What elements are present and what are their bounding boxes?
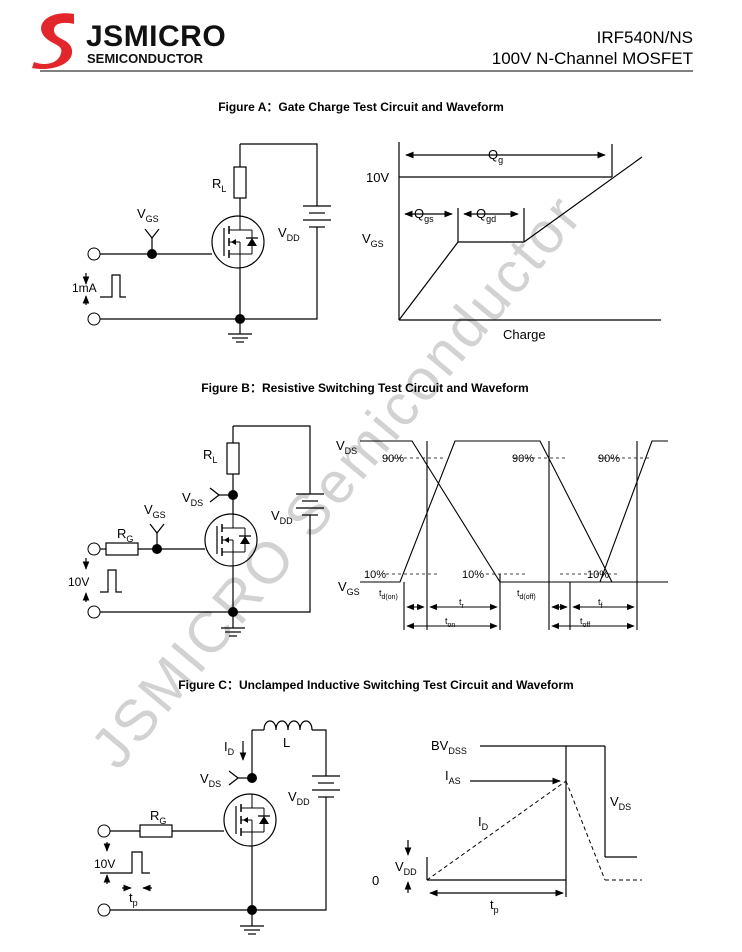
part-number: IRF540N/NS bbox=[597, 28, 693, 47]
figure-b-rg-label: RG bbox=[117, 526, 133, 544]
figure-c-vds-wave-label: VDS bbox=[610, 794, 631, 812]
figure-b-tf-label: tf bbox=[598, 597, 603, 610]
figure-a-qgd-label: Qgd bbox=[476, 206, 496, 224]
figure-c-rg-label: RG bbox=[150, 808, 166, 826]
figure-b-vds-wave-label: VDS bbox=[336, 438, 357, 456]
figure-b-vgs-label: VGS bbox=[144, 502, 166, 520]
figure-a-title: Figure A：Gate Charge Test Circuit and Wa… bbox=[218, 100, 504, 114]
figure-b-return-terminal bbox=[87, 605, 101, 619]
logo-s-icon bbox=[32, 13, 74, 70]
figure-c-input-terminal bbox=[97, 824, 111, 838]
figure-c-vdd-label: VDD bbox=[288, 789, 310, 807]
figure-a-qgs-label: Qgs bbox=[414, 206, 434, 224]
figure-c-ground-icon bbox=[239, 925, 265, 935]
figure-b-toff-label: toff bbox=[580, 616, 590, 629]
figure-b-circuit bbox=[82, 425, 324, 628]
figure-c-l-label: L bbox=[283, 735, 290, 750]
jsmicro-logo: JSMICRO SEMICONDUCTOR bbox=[32, 13, 226, 70]
figure-b-vdd-label: VDD bbox=[271, 508, 293, 526]
figure-c-drain-node bbox=[247, 773, 257, 783]
figure-a-rl-label: RL bbox=[212, 176, 226, 194]
figure-a-mosfet-icon bbox=[211, 215, 265, 269]
brand-name: JSMICRO bbox=[86, 20, 226, 53]
figure-a-return-terminal bbox=[87, 312, 101, 326]
figure-c-circuit bbox=[100, 720, 340, 926]
figure-a-waveform bbox=[398, 142, 661, 321]
figure-c-current-trace bbox=[426, 780, 642, 881]
figure-b-10v-label: 10V bbox=[68, 575, 89, 589]
figure-c-id-label: ID bbox=[224, 739, 235, 757]
figure-c-vdd-wave-label: VDD bbox=[395, 859, 417, 877]
figure-b-tr-label: tr bbox=[459, 597, 465, 610]
figure-a-ground-icon bbox=[227, 333, 253, 343]
figure-c-vds-label: VDS bbox=[200, 771, 221, 789]
figure-b-gate-node bbox=[152, 544, 162, 554]
figure-c-waveform bbox=[404, 745, 637, 897]
figure-b-waveform bbox=[360, 440, 668, 630]
brand-sub: SEMICONDUCTOR bbox=[87, 51, 204, 66]
figure-b-tdoff-label: td(off) bbox=[517, 588, 536, 601]
figure-b-threshold-lines bbox=[386, 457, 650, 575]
figure-b-tdon-label: td(on) bbox=[379, 588, 398, 601]
figure-c-zero-label: 0 bbox=[372, 873, 379, 888]
figure-b-90-label-3: 90% bbox=[598, 453, 620, 465]
figure-a-10v-label: 10V bbox=[366, 170, 389, 185]
figure-b-rl-label: RL bbox=[203, 447, 217, 465]
figure-b-ton-label: ton bbox=[445, 616, 455, 629]
figure-c-ias-label: IAS bbox=[445, 768, 461, 786]
figure-b-drain-node bbox=[228, 490, 238, 500]
figure-a-gate-node bbox=[147, 249, 157, 259]
figure-b-ground-node bbox=[228, 607, 238, 617]
figure-b-input-terminal bbox=[87, 542, 101, 556]
figure-b-90-label-2: 90% bbox=[512, 453, 534, 465]
figure-c-title: Figure C：Unclamped Inductive Switching T… bbox=[178, 678, 573, 692]
figure-b-10-label-3: 10% bbox=[587, 569, 609, 581]
part-description: 100V N-Channel MOSFET bbox=[492, 49, 693, 68]
figure-c-id-wave-label: ID bbox=[478, 814, 489, 832]
figure-a-ground-node bbox=[235, 314, 245, 324]
figure-b-title: Figure B：Resistive Switching Test Circui… bbox=[201, 381, 528, 395]
figure-c-return-terminal bbox=[97, 903, 111, 917]
figure-c-bvdss-label: BVDSS bbox=[431, 738, 467, 756]
figure-b-vgs-wave-label: VGS bbox=[338, 579, 360, 597]
figure-c-10v-label: 10V bbox=[94, 857, 115, 871]
figure-a-qg-label: Qg bbox=[488, 147, 503, 165]
figure-a-current-label: 1mA bbox=[72, 281, 97, 295]
figure-c-tp-label: tp bbox=[129, 890, 138, 908]
figure-c-tp-wave-label: tp bbox=[490, 897, 499, 915]
figure-b-90-label-1: 90% bbox=[382, 453, 404, 465]
figure-a-vgs-label: VGS bbox=[137, 206, 159, 224]
figure-b-vds-label: VDS bbox=[182, 490, 203, 508]
figure-b-10-label-1: 10% bbox=[364, 569, 386, 581]
figure-a-charge-label: Charge bbox=[503, 327, 546, 342]
figure-a-vgs-axis-label: VGS bbox=[362, 231, 384, 249]
figure-a-vdd-label: VDD bbox=[278, 225, 300, 243]
figure-a-circuit bbox=[82, 143, 331, 334]
figure-b-10-label-2: 10% bbox=[462, 569, 484, 581]
figure-c-mosfet-icon bbox=[223, 793, 277, 847]
figure-c-ground-node bbox=[247, 905, 257, 915]
figure-a-input-terminal bbox=[87, 247, 101, 261]
